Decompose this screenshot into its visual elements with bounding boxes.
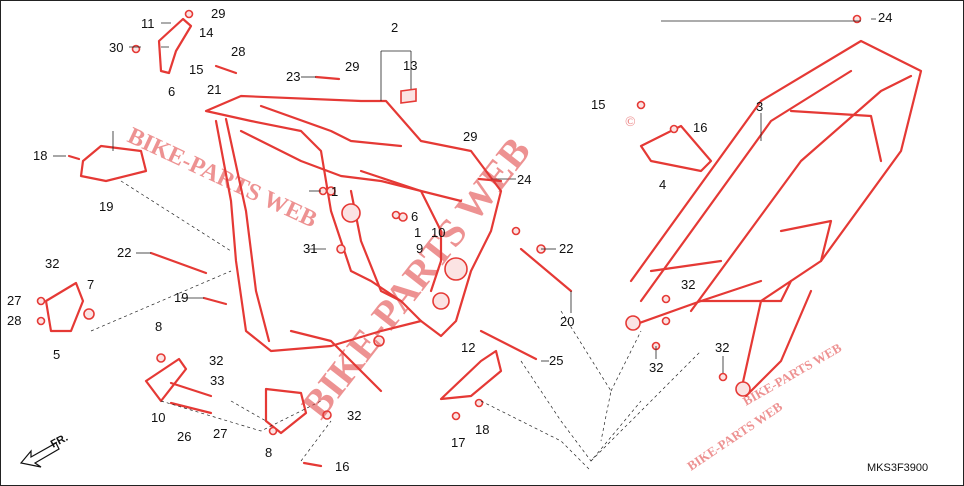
bracket-9 [264, 387, 308, 435]
callout-label: 25 [549, 353, 563, 368]
callout-label: 16 [335, 459, 349, 474]
callout-label: 29 [211, 6, 225, 21]
callout-label: 22 [117, 245, 131, 260]
callout-label: 17 [451, 435, 465, 450]
sub-frame [625, 39, 923, 398]
callout-label: 8 [265, 445, 272, 460]
callout-label: 19 [99, 199, 113, 214]
callout-label: 19 [174, 290, 188, 305]
callout-label: 7 [87, 277, 94, 292]
callout-label: 28 [7, 313, 21, 328]
plate-14 [400, 88, 417, 104]
callout-label: 28 [231, 44, 245, 59]
diagram-code: MKS3F3900 [867, 462, 928, 474]
bracket-11 [144, 357, 188, 403]
callout-label: 20 [560, 314, 574, 329]
dashed-guides [90, 180, 702, 472]
callout-label: 18 [33, 148, 47, 163]
callout-label: 32 [649, 360, 663, 375]
bracket-7 [79, 144, 148, 183]
callout-label: 1 [414, 225, 421, 240]
callout-label: 16 [693, 120, 707, 135]
watermark-main: BIKE-PARTS WEB [293, 129, 539, 427]
callout-label: 4 [659, 177, 666, 192]
callouts: 1 1 2 3 4 5 6 6 7 8 8 9 10 10 11 12 13 1… [7, 6, 892, 474]
callout-label: 5 [53, 347, 60, 362]
callout-label: 32 [45, 256, 59, 271]
callout-label: 29 [345, 59, 359, 74]
main-frame [204, 94, 503, 393]
callout-label: 27 [213, 426, 227, 441]
callout-label: 6 [168, 84, 175, 99]
bracket-13 [439, 349, 503, 401]
callout-label: 14 [199, 25, 213, 40]
watermark-small: BIKE-PARTS WEB [684, 399, 785, 474]
callout-label: 21 [207, 82, 221, 97]
callout-label: 26 [177, 429, 191, 444]
callout-label: 10 [151, 410, 165, 425]
callout-label: 2 [391, 20, 398, 35]
callout-label: 32 [347, 408, 361, 423]
callout-label: 33 [210, 373, 224, 388]
watermark-small-2: BIKE-PARTS WEB [740, 340, 844, 409]
callout-label: 15 [189, 62, 203, 77]
callout-label: 18 [475, 422, 489, 437]
callout-label: 8 [155, 319, 162, 334]
callout-label: 32 [681, 277, 695, 292]
callout-label: 32 [715, 340, 729, 355]
callout-label: 27 [7, 293, 21, 308]
bracket-5 [44, 281, 95, 333]
callout-label: 29 [463, 129, 477, 144]
callout-label: 12 [461, 340, 475, 355]
leader-lines [53, 18, 876, 373]
watermark-top: BIKE-PARTS WEB [123, 123, 320, 233]
callout-label: 23 [286, 69, 300, 84]
callout-label: 24 [878, 10, 892, 25]
callout-label: 6 [411, 209, 418, 224]
front-direction-arrow: FR. [19, 432, 70, 468]
callout-label: 9 [416, 241, 423, 256]
callout-label: 31 [303, 241, 317, 256]
bracket-6 [157, 17, 193, 75]
watermark-reg: © [625, 115, 636, 130]
callout-label: 30 [109, 40, 123, 55]
callout-label: 3 [756, 99, 763, 114]
bolts [36, 9, 862, 468]
callout-label: 10 [431, 225, 445, 240]
callout-label: 13 [403, 58, 417, 73]
callout-label: 15 [591, 97, 605, 112]
callout-label: 24 [517, 172, 531, 187]
callout-label: 22 [559, 241, 573, 256]
direction-label: FR. [49, 432, 70, 451]
callout-label: 11 [141, 16, 155, 31]
callout-label: 1 [331, 184, 338, 199]
callout-label: 32 [209, 353, 223, 368]
